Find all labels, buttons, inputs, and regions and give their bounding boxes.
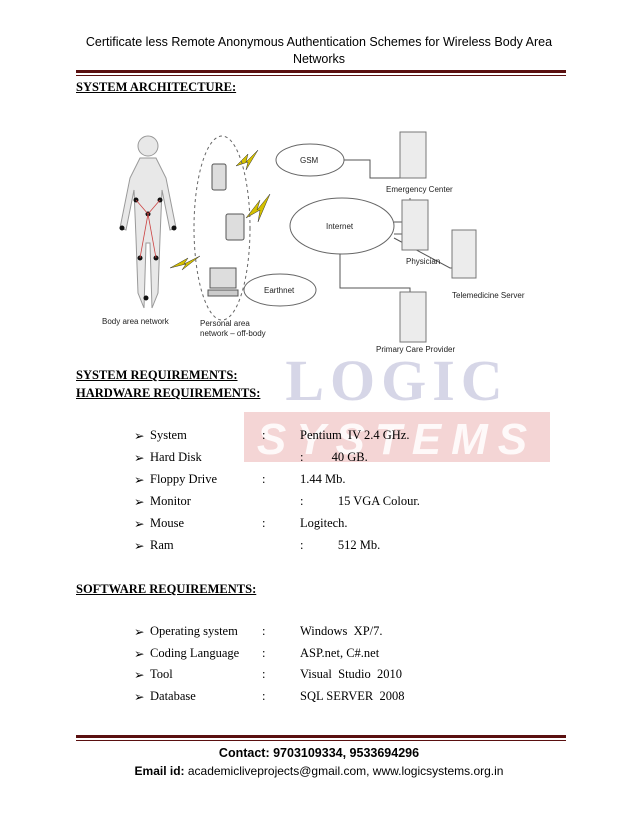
- physician-label: Physician: [406, 257, 440, 266]
- requirement-value: Logitech.: [300, 516, 348, 530]
- pda-icon: [225, 213, 245, 241]
- body-network-links: [135, 199, 161, 259]
- requirement-colon: :: [262, 645, 266, 660]
- requirement-colon: :: [262, 516, 266, 530]
- requirement-name: Mouse: [150, 516, 185, 530]
- desktop-computer-icon: [209, 267, 237, 289]
- requirement-name: System: [150, 428, 187, 442]
- requirement-colon: :: [262, 624, 266, 638]
- requirement-name: Database: [150, 688, 196, 703]
- requirement-name: Coding Language: [150, 645, 240, 660]
- physician-server-icon: [401, 199, 429, 251]
- internet-label: Internet: [326, 222, 354, 231]
- body-area-network-label: Body area network: [102, 317, 170, 326]
- list-item: ➢ Mouse: Logitech.: [134, 516, 554, 534]
- gsm-label: GSM: [300, 156, 319, 165]
- list-item: ➢ Operating system: Windows XP/7.: [134, 624, 554, 642]
- personal-area-boundary: [193, 135, 251, 321]
- arrow-bullet-icon: ➢: [134, 517, 145, 531]
- requirement-value: SQL SERVER 2008: [300, 688, 405, 703]
- footer-email-label: Email id:: [134, 764, 185, 778]
- header-rule: [76, 70, 566, 73]
- requirement-colon: :: [262, 667, 266, 681]
- logic-systems-watermark: LOGIC SYSTEMS: [244, 350, 550, 464]
- internet-cloud: [289, 197, 395, 255]
- list-item: ➢ Floppy Drive: 1.44 Mb.: [134, 472, 554, 490]
- requirement-name: Hard Disk: [150, 450, 202, 464]
- arrow-bullet-icon: ➢: [134, 539, 145, 553]
- wireless-link-icons: [169, 149, 271, 271]
- mobile-phone-icon: [211, 163, 227, 191]
- watermark-logic-text: LOGIC: [285, 350, 508, 413]
- emergency-server-icon: [399, 131, 427, 179]
- personal-area-label-2: network – off-body: [200, 329, 266, 338]
- requirement-name: Ram: [150, 538, 174, 552]
- footer-rule: [76, 735, 566, 738]
- page-header-title: Certificate less Remote Anonymous Authen…: [85, 35, 553, 66]
- footer-contact: Contact: 9703109334, 9533694296: [218, 746, 420, 760]
- list-item: ➢ System: Pentium IV 2.4 GHz.: [134, 428, 554, 446]
- earthnet-cloud: [243, 273, 317, 307]
- requirement-name: Tool: [150, 667, 173, 681]
- footer-email-line: Email id: academicliveprojects@gmail.com…: [40, 764, 598, 778]
- list-item: ➢ Monitor : 15 VGA Colour.: [134, 494, 554, 512]
- primary-care-label: Primary Care Provider: [376, 345, 455, 354]
- arrow-bullet-icon: ➢: [134, 689, 145, 704]
- arrow-bullet-icon: ➢: [134, 668, 145, 682]
- requirement-colon: :: [262, 688, 266, 703]
- list-item: ➢ Coding Language: ASP.net, C#.net: [134, 646, 554, 664]
- telemedicine-label: Telemedicine Server: [452, 291, 525, 300]
- requirement-name: Floppy Drive: [150, 472, 218, 486]
- requirement-value: Windows XP/7.: [300, 624, 383, 638]
- arrow-bullet-icon: ➢: [134, 495, 145, 509]
- section-requirements-heading: SYSTEM REQUIREMENTS:: [76, 368, 238, 382]
- requirement-value: : 40 GB.: [300, 450, 368, 464]
- footer-email-text: academicliveprojects@gmail.com, www.logi…: [184, 764, 504, 778]
- section-software-heading: SOFTWARE REQUIREMENTS:: [76, 582, 257, 596]
- watermark-systems-text: SYSTEMS: [257, 415, 537, 464]
- requirement-value: Pentium IV 2.4 GHz.: [300, 428, 410, 442]
- human-body-figure: [119, 135, 177, 309]
- requirement-value: : 512 Mb.: [300, 538, 381, 552]
- telemedicine-server-icon: [451, 229, 477, 279]
- requirement-name: Operating system: [150, 624, 238, 638]
- system-architecture-diagram: GSM Internet Earthnet Emergency Center P…: [102, 131, 525, 354]
- arrow-bullet-icon: ➢: [134, 429, 145, 443]
- personal-area-label-1: Personal area: [200, 319, 250, 328]
- watermark-systems-band: [244, 412, 550, 462]
- requirement-value: Visual Studio 2010: [300, 667, 403, 681]
- arrow-bullet-icon: ➢: [134, 451, 145, 465]
- requirement-value: : 15 VGA Colour.: [300, 494, 420, 508]
- requirement-name: Monitor: [150, 494, 191, 508]
- list-item: ➢ Hard Disk : 40 GB.: [134, 450, 554, 468]
- section-architecture-heading: SYSTEM ARCHITECTURE:: [76, 80, 237, 94]
- header-rule-thin: [76, 75, 566, 76]
- emergency-center-label: Emergency Center: [386, 185, 453, 194]
- section-hardware-heading: HARDWARE REQUIREMENTS:: [76, 386, 261, 400]
- list-item: ➢ Database: SQL SERVER 2008: [134, 689, 554, 707]
- footer-rule-thin: [76, 740, 566, 741]
- arrow-bullet-icon: ➢: [134, 473, 145, 487]
- primary-care-server-icon: [399, 291, 427, 343]
- earthnet-label: Earthnet: [264, 286, 295, 295]
- list-item: ➢ Tool: Visual Studio 2010: [134, 667, 554, 685]
- requirement-colon: :: [262, 472, 266, 486]
- requirement-value: ASP.net, C#.net: [300, 645, 380, 660]
- arrow-bullet-icon: ➢: [134, 646, 145, 661]
- list-item: ➢ Ram : 512 Mb.: [134, 538, 554, 556]
- requirement-colon: :: [262, 428, 266, 442]
- requirement-value: 1.44 Mb.: [300, 472, 346, 486]
- arrow-bullet-icon: ➢: [134, 625, 145, 639]
